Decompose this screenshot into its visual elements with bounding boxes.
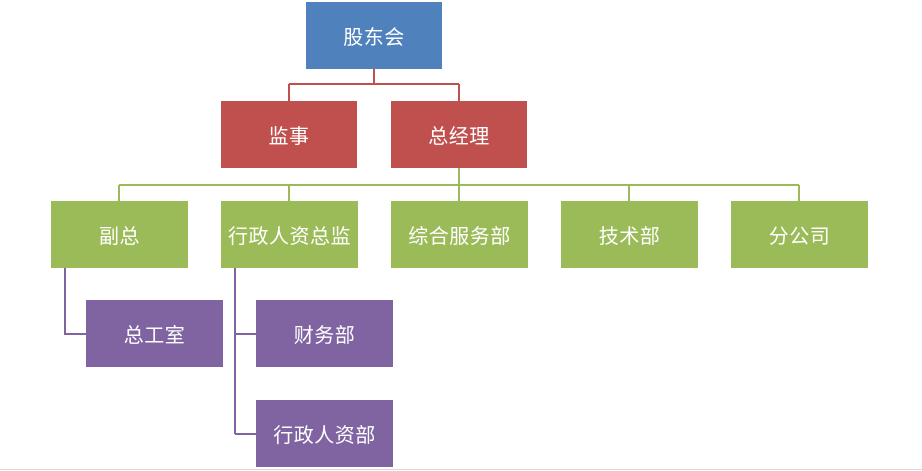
node-vice-president: 副总 — [51, 201, 188, 268]
connector-gm-to-departments — [118, 168, 800, 201]
connector-admin-director-to-subdepts — [234, 268, 256, 435]
node-supervisor: 监事 — [221, 101, 357, 168]
bottom-divider — [0, 469, 922, 470]
node-shareholders: 股东会 — [306, 2, 442, 69]
node-admin-hr-director: 行政人资总监 — [221, 201, 358, 268]
node-finance-dept: 财务部 — [256, 300, 393, 367]
connector-shareholders-to-executives — [288, 69, 460, 101]
node-branch-company: 分公司 — [731, 201, 868, 268]
node-general-services: 综合服务部 — [391, 201, 528, 268]
node-general-manager: 总经理 — [391, 101, 527, 168]
node-admin-hr-dept: 行政人资部 — [256, 400, 393, 467]
connector-vp-to-chief-office — [64, 268, 86, 335]
node-tech-dept: 技术部 — [561, 201, 698, 268]
node-chief-office: 总工室 — [86, 300, 223, 367]
